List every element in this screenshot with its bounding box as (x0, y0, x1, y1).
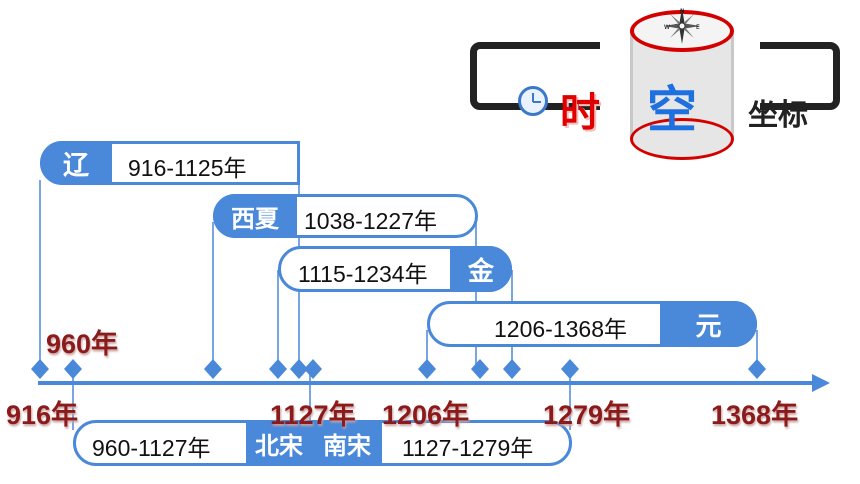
axis-marker-1227 (471, 359, 489, 379)
year-label-1206: 1206年 (382, 400, 470, 430)
header-shi: 时 (560, 90, 600, 136)
header-kong: 空 (647, 81, 697, 139)
axis-marker-1206 (418, 359, 436, 379)
axis-marker-1368 (748, 359, 766, 379)
alarm-clock-icon (518, 86, 548, 116)
beisong-range: 960-1127年 (92, 435, 211, 461)
liao-name: 辽 (40, 141, 112, 185)
yuan-name: 元 (660, 301, 757, 347)
axis-marker-916 (31, 359, 49, 379)
jin-name: 金 (450, 246, 512, 292)
axis-marker-1127 (304, 359, 322, 379)
xixia-range: 1038-1227年 (304, 208, 437, 234)
year-label-1279: 1279年 (543, 400, 631, 430)
axis-marker-1234 (503, 359, 521, 379)
svg-text:W: W (664, 24, 670, 31)
axis-marker-1279 (561, 359, 579, 379)
axis-marker-1125 (290, 359, 308, 379)
axis-marker-1115 (269, 359, 287, 379)
jin-range: 1115-1234年 (298, 261, 428, 287)
year-label-916: 916年 (6, 400, 79, 430)
svg-text:E: E (696, 24, 700, 31)
cylinder-badge (630, 10, 734, 160)
year-label-960: 960年 (46, 329, 119, 359)
nansong-range: 1127-1279年 (402, 435, 534, 461)
xixia-name: 西夏 (213, 194, 297, 238)
svg-text:N: N (680, 8, 685, 15)
header-zuobiao: 坐标 (748, 98, 808, 133)
axis-marker-1038 (204, 359, 222, 379)
nansong-name: 南宋 (312, 420, 382, 466)
year-label-1368: 1368年 (711, 400, 799, 430)
axis-markers (31, 359, 766, 379)
timeline-axis (38, 374, 830, 392)
yuan-range: 1206-1368年 (494, 316, 627, 342)
axis-marker-960 (64, 359, 82, 379)
liao-range: 916-1125年 (128, 155, 247, 181)
compass-icon: N W E (664, 8, 700, 44)
year-label-1127: 1127年 (270, 400, 356, 430)
beisong-name: 北宋 (246, 420, 312, 466)
